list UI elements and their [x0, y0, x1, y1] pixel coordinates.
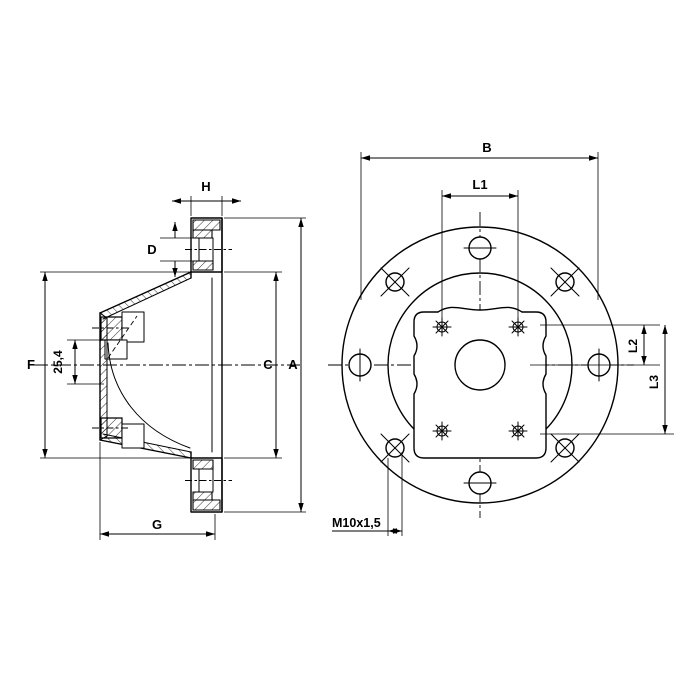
- plain-hole-bottom: [463, 471, 497, 495]
- section-view: [34, 217, 300, 513]
- plate-hole-lower-right: [508, 421, 528, 441]
- threaded-hole-upper-left: [380, 267, 410, 297]
- dim-H-label: H: [201, 179, 210, 194]
- upper-boss-pad: [121, 311, 145, 343]
- lower-boss-pad: [121, 423, 145, 449]
- section-bottom-hub: [185, 457, 232, 513]
- dim-L3-label: L3: [647, 375, 661, 389]
- top-hub-wall-upper2: [192, 229, 213, 239]
- dim-L1-label: L1: [472, 177, 487, 192]
- thread-spec-label: M10x1,5: [332, 516, 381, 530]
- front-view: [328, 212, 634, 518]
- dim-B-label: B: [482, 140, 491, 155]
- section-top-hub: [185, 217, 232, 273]
- threaded-hole-upper-right: [550, 267, 580, 297]
- plain-hole-left: [348, 348, 372, 382]
- thread-callout-M10: M10x1,5: [332, 452, 403, 536]
- cone-upper-hatch: [100, 272, 191, 319]
- threaded-hole-lower-left: [380, 433, 410, 463]
- internal-rib-curve: [107, 342, 191, 449]
- dim-L2-label: L2: [626, 339, 640, 353]
- dim-G-label: G: [152, 517, 162, 532]
- dimension-C: C: [224, 271, 282, 459]
- bottom-hub-wall-lower2: [192, 499, 221, 511]
- section-right-flange: [190, 217, 223, 513]
- section-cone-upper: [99, 271, 192, 320]
- dim-254-label: 25,4: [51, 350, 65, 374]
- center-bore: [454, 339, 506, 391]
- bottom-hub-wall-upper: [192, 459, 214, 470]
- bottom-hub-wall-lower: [192, 491, 213, 501]
- plain-hole-top: [463, 236, 497, 260]
- dimension-D: D: [147, 222, 205, 277]
- dimension-A: A: [224, 217, 306, 513]
- plate-hole-upper-right: [508, 317, 528, 337]
- dimension-L1: L1: [441, 177, 519, 322]
- front-view-dimensions: B L1 L2 L3 M10x1,5: [332, 140, 674, 536]
- dimension-B: B: [360, 140, 599, 300]
- upper-boss-hidden-line: [107, 315, 138, 359]
- top-hub-wall-lower: [192, 260, 214, 271]
- dimension-L3: L3: [540, 325, 674, 435]
- dim-F-label: F: [27, 357, 35, 372]
- dimension-G: G: [99, 442, 216, 540]
- top-hub-wall-upper: [192, 219, 221, 231]
- dim-D-label: D: [147, 242, 156, 257]
- dimension-25-4: 25,4: [51, 339, 104, 385]
- section-lower-boss: [92, 417, 145, 449]
- dimension-H: H: [172, 179, 241, 216]
- section-view-dimensions: H D F 25,4 C: [27, 179, 306, 540]
- dimension-F: F: [27, 271, 193, 459]
- dim-C-label: C: [263, 357, 273, 372]
- upper-boss-hatched: [100, 316, 123, 341]
- dim-A-label: A: [288, 357, 298, 372]
- plate-hole-lower-left: [432, 421, 452, 441]
- threaded-hole-lower-right: [550, 433, 580, 463]
- dimension-L2: L2: [530, 324, 660, 366]
- section-upper-boss: [92, 311, 145, 360]
